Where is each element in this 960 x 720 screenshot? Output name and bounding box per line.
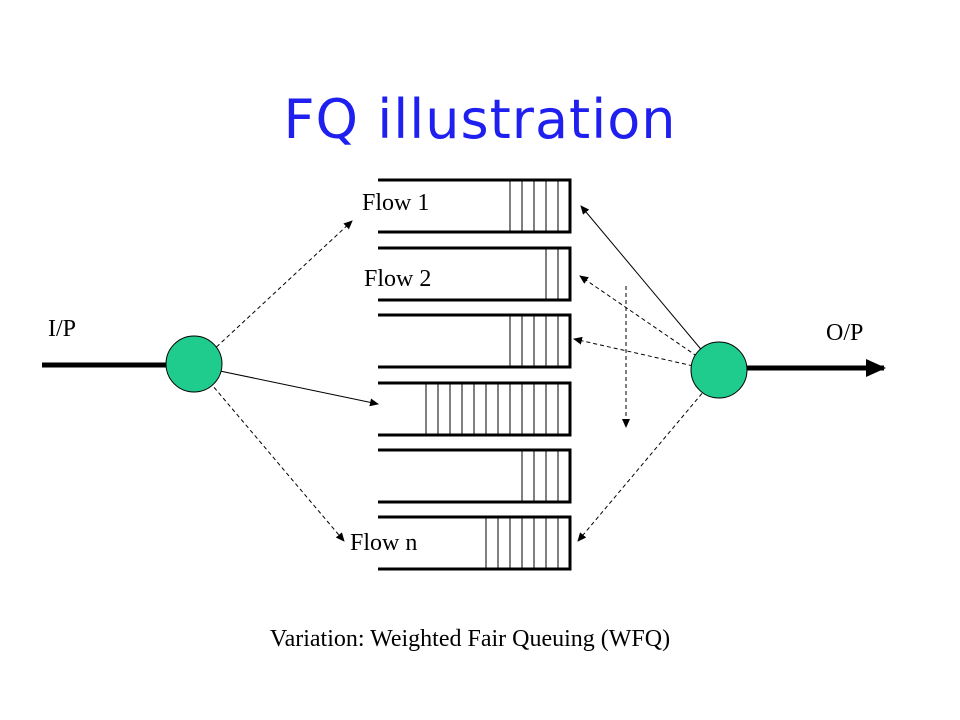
schedule-arrow-flow-n: [577, 371, 721, 542]
queue-6: [378, 515, 572, 571]
classify-arrow-flow-4: [195, 365, 379, 407]
input-label: I/P: [48, 316, 77, 342]
nodes-layer: [165, 335, 748, 399]
queue-label-n: Flow n: [350, 530, 418, 556]
queue-2: [378, 246, 572, 302]
queue-1: [378, 178, 572, 234]
slide-title: FQ illustration: [283, 88, 677, 151]
output-label: O/P: [826, 320, 864, 346]
queue-label-1: Flow 1: [362, 190, 430, 216]
scheduler-node: [690, 341, 748, 399]
queue-3: [378, 313, 572, 369]
classifier-node: [165, 335, 223, 393]
queue-label-2: Flow 2: [364, 266, 432, 292]
schedule-arrow-flow-1: [580, 205, 721, 373]
slide-caption: Variation: Weighted Fair Queuing (WFQ): [269, 626, 671, 652]
queue-4: [378, 381, 572, 437]
classify-arrow-flow-n: [195, 365, 345, 542]
classify-arrow-flow-1: [195, 220, 353, 367]
queue-5: [378, 448, 572, 504]
queues-layer: [378, 178, 572, 571]
